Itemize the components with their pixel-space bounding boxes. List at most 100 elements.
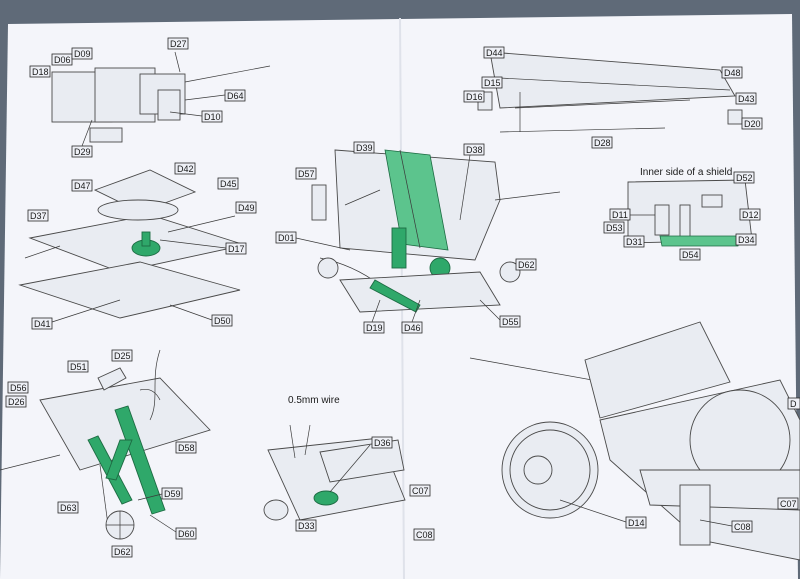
label-D36: D36 <box>371 436 393 449</box>
step-wire-detail <box>263 424 406 521</box>
label-box <box>499 315 521 328</box>
label-D54: D54 <box>679 248 701 261</box>
label-C08a: C08 <box>413 528 435 541</box>
label-box <box>603 221 625 234</box>
label-box <box>174 162 196 175</box>
label-D39: D39 <box>353 141 375 154</box>
label-text: C07 <box>412 486 429 496</box>
label-box <box>295 519 317 532</box>
label-box <box>353 141 375 154</box>
label-box <box>224 89 246 102</box>
label-text: D41 <box>34 319 51 329</box>
label-D60: D60 <box>175 527 197 540</box>
label-box <box>111 545 133 558</box>
step-shield-inner <box>627 179 753 247</box>
label-C07b: C07 <box>777 497 799 510</box>
label-box <box>51 53 73 66</box>
label-text: D49 <box>238 203 255 213</box>
label-D58: D58 <box>175 441 197 454</box>
label-text: D28 <box>594 138 611 148</box>
label-D46: D46 <box>401 321 423 334</box>
label-D28: D28 <box>591 136 613 149</box>
label-D50: D50 <box>211 314 233 327</box>
label-box <box>7 381 29 394</box>
label-D25: D25 <box>111 349 133 362</box>
label-D51: D51 <box>67 360 89 373</box>
label-box <box>735 233 757 246</box>
step-final-gun <box>469 321 800 561</box>
label-D06: D06 <box>51 53 73 66</box>
label-text: D19 <box>366 323 383 333</box>
leader-lines <box>51 94 733 533</box>
label-D55: D55 <box>499 315 521 328</box>
step-carriage <box>18 169 247 319</box>
label-box <box>463 143 485 156</box>
label-box <box>591 136 613 149</box>
label-text: D50 <box>214 316 231 326</box>
label-text: D56 <box>10 383 27 393</box>
label-box <box>787 397 800 410</box>
label-text: D55 <box>502 317 519 327</box>
label-text: D20 <box>744 119 761 129</box>
label-D20: D20 <box>741 117 763 130</box>
label-Dcut: D <box>787 397 800 410</box>
label-box <box>733 171 755 184</box>
label-D48: D48 <box>721 66 743 79</box>
label-D56: D56 <box>7 381 29 394</box>
label-D59: D59 <box>161 487 183 500</box>
label-text: D42 <box>177 164 194 174</box>
label-box <box>515 258 537 271</box>
label-box <box>735 92 757 105</box>
label-D19: D19 <box>363 321 385 334</box>
label-text: D31 <box>626 237 643 247</box>
label-box <box>623 235 645 248</box>
label-text: D39 <box>356 143 373 153</box>
label-text: D51 <box>70 362 87 372</box>
label-box <box>679 248 701 261</box>
label-box <box>413 528 435 541</box>
label-D01: D01 <box>275 231 297 244</box>
label-text: D15 <box>484 78 501 88</box>
label-D12: D12 <box>739 208 761 221</box>
label-box <box>57 501 79 514</box>
label-text: D26 <box>8 397 25 407</box>
label-C07a: C07 <box>409 484 431 497</box>
label-box <box>29 65 51 78</box>
caption-wire: 0.5mm wire <box>288 395 340 406</box>
label-text: D27 <box>170 39 187 49</box>
label-box <box>225 242 247 255</box>
label-text: D12 <box>742 210 759 220</box>
label-text: D46 <box>404 323 421 333</box>
label-box <box>27 209 49 222</box>
label-box <box>111 349 133 362</box>
label-D33: D33 <box>295 519 317 532</box>
label-D27: D27 <box>167 37 189 50</box>
label-box <box>71 179 93 192</box>
label-box <box>483 46 505 59</box>
label-box <box>31 317 53 330</box>
label-text: D <box>790 399 797 409</box>
step-gun-assembly <box>311 149 561 313</box>
label-box <box>609 208 631 221</box>
label-box <box>201 110 223 123</box>
label-box <box>731 520 753 533</box>
label-D09: D09 <box>71 47 93 60</box>
label-D26: D26 <box>5 395 27 408</box>
label-text: D60 <box>178 529 195 539</box>
label-box <box>175 441 197 454</box>
label-D62b: D62 <box>111 545 133 558</box>
label-D14: D14 <box>625 516 647 529</box>
label-box <box>481 76 503 89</box>
label-box <box>721 66 743 79</box>
label-box <box>777 497 799 510</box>
label-D49: D49 <box>235 201 257 214</box>
label-D38: D38 <box>463 143 485 156</box>
label-box <box>167 37 189 50</box>
label-box <box>625 516 647 529</box>
label-D63: D63 <box>57 501 79 514</box>
label-D17: D17 <box>225 242 247 255</box>
label-text: D36 <box>374 438 391 448</box>
step-trail-legs <box>0 349 211 540</box>
label-box <box>463 90 485 103</box>
label-D62a: D62 <box>515 258 537 271</box>
